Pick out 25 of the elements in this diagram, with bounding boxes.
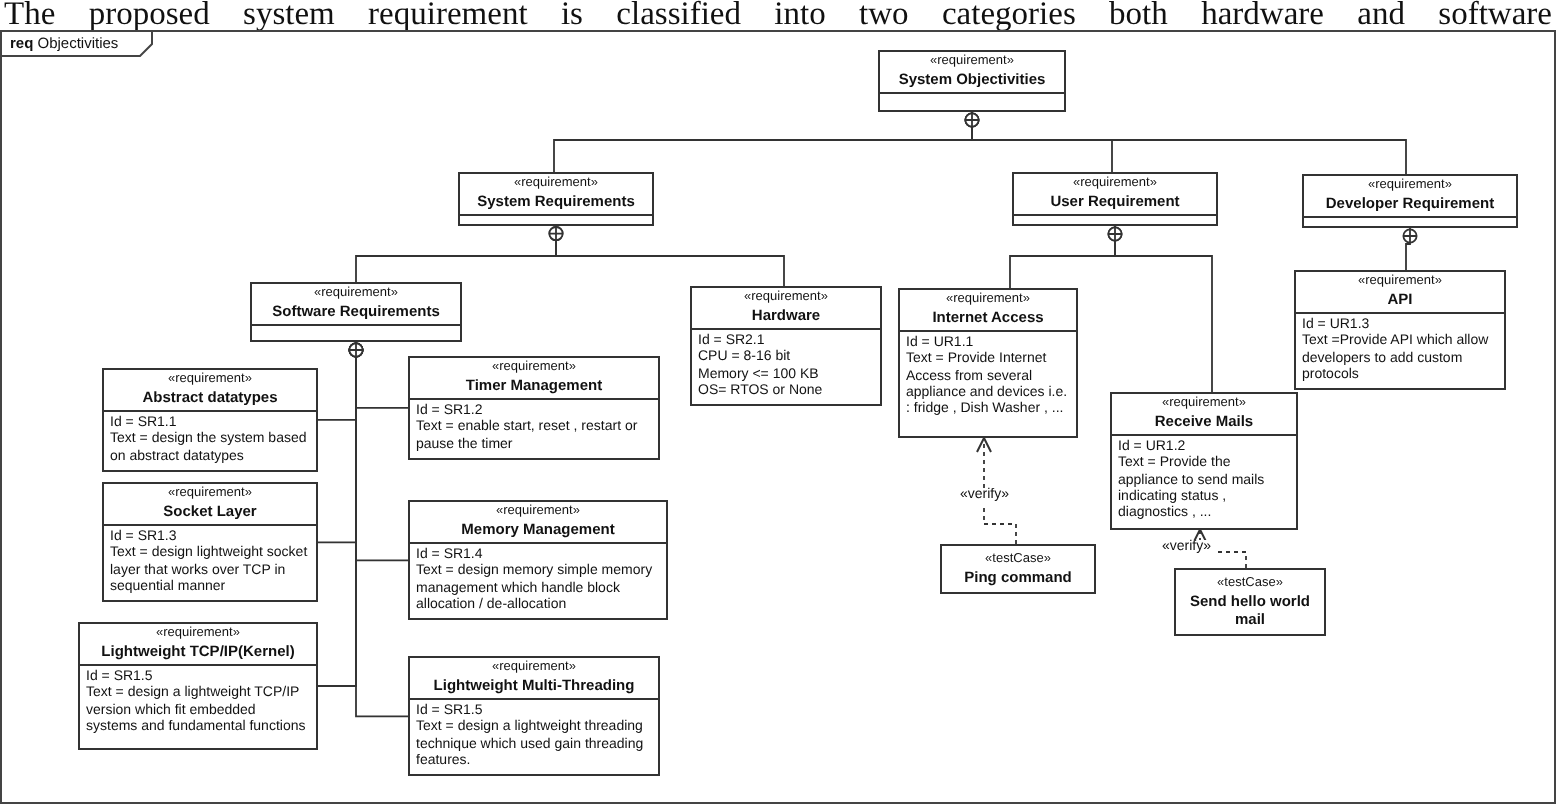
diagram-frame <box>0 30 1556 804</box>
containment-line <box>964 111 1407 175</box>
requirement-box <box>878 50 1066 112</box>
requirement-box <box>102 368 318 472</box>
containment-line <box>1107 225 1213 393</box>
requirement-box <box>408 500 668 621</box>
requirement-box <box>1302 174 1518 228</box>
requirement-box <box>1294 270 1506 391</box>
requirement-box <box>1012 172 1218 226</box>
requirement-box <box>408 356 660 460</box>
requirement-box <box>250 282 462 342</box>
requirement-box <box>898 288 1078 438</box>
requirement-box <box>1110 392 1298 530</box>
requirement-box <box>78 622 318 750</box>
requirement-box <box>102 482 318 603</box>
verify-arrow <box>976 437 1017 545</box>
containment-line <box>348 341 409 718</box>
requirement-box <box>458 172 654 226</box>
requirement-box <box>690 286 882 407</box>
containment-line <box>1402 227 1418 271</box>
caption-text: The proposed system requirement is classified into two categories both hardware and software <box>4 0 1552 30</box>
test-case-box <box>1174 568 1326 636</box>
test-case-box <box>940 544 1096 594</box>
containment-line <box>548 224 785 287</box>
requirement-box <box>408 656 660 777</box>
